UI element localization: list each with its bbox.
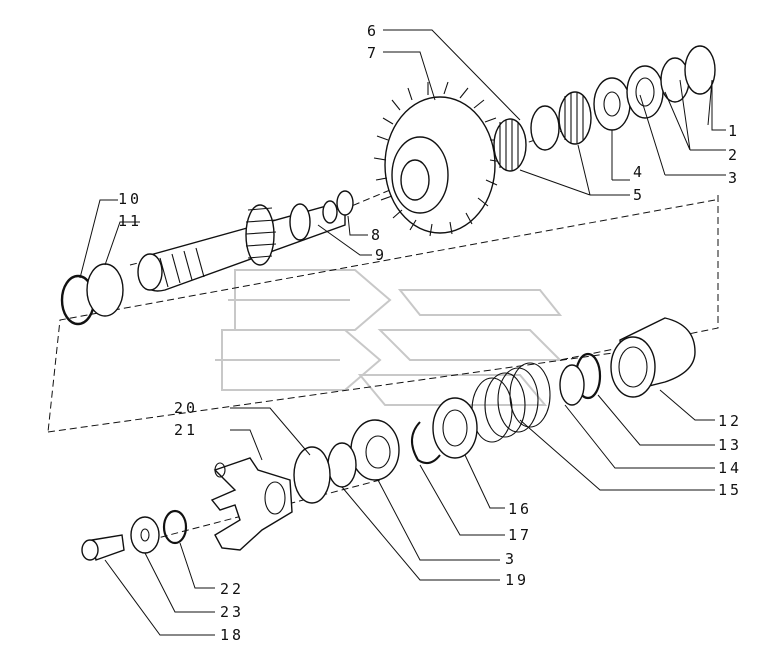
leader-lines <box>79 29 726 636</box>
callout-14: 14 <box>718 459 742 477</box>
callout-12: 12 <box>718 412 742 430</box>
callout-17: 17 <box>508 526 532 544</box>
lower-assembly <box>350 352 602 481</box>
callout-10: 10 <box>118 190 142 208</box>
callout-22: 22 <box>220 580 244 598</box>
main-shaft <box>137 200 346 292</box>
ring-19 <box>327 442 357 488</box>
callout-13: 13 <box>718 436 742 454</box>
callout-21: 21 <box>174 421 198 439</box>
washers-upper <box>593 45 716 131</box>
callout-4: 4 <box>633 163 645 181</box>
callout-23: 23 <box>220 603 244 621</box>
yoke-21 <box>210 457 293 551</box>
callout-labels: 1 2 3 4 5 6 7 8 9 10 11 12 13 14 15 16 1… <box>118 22 742 644</box>
callout-20: 20 <box>174 399 198 417</box>
callout-9: 9 <box>375 246 387 264</box>
callout-2: 2 <box>728 146 740 164</box>
callout-7: 7 <box>367 44 379 62</box>
ring-20 <box>293 446 331 504</box>
callout-6: 6 <box>367 22 379 40</box>
gear-7 <box>373 81 503 237</box>
ring-11 <box>86 263 124 317</box>
callout-1: 1 <box>728 122 740 140</box>
bolt-18 <box>81 534 125 561</box>
callout-16: 16 <box>508 500 532 518</box>
callout-8: 8 <box>371 226 383 244</box>
callout-19: 19 <box>505 571 529 589</box>
callout-5: 5 <box>633 186 645 204</box>
callout-3: 3 <box>728 169 740 187</box>
callout-11: 11 <box>118 212 142 230</box>
callout-18: 18 <box>220 626 244 644</box>
callout-3b: 3 <box>505 550 517 568</box>
callout-15: 15 <box>718 481 742 499</box>
o-ring-22 <box>162 509 188 545</box>
snap-ring-8 <box>336 190 354 216</box>
bearing-group <box>493 91 592 172</box>
cover-12 <box>610 317 696 398</box>
washer-23 <box>130 516 160 554</box>
